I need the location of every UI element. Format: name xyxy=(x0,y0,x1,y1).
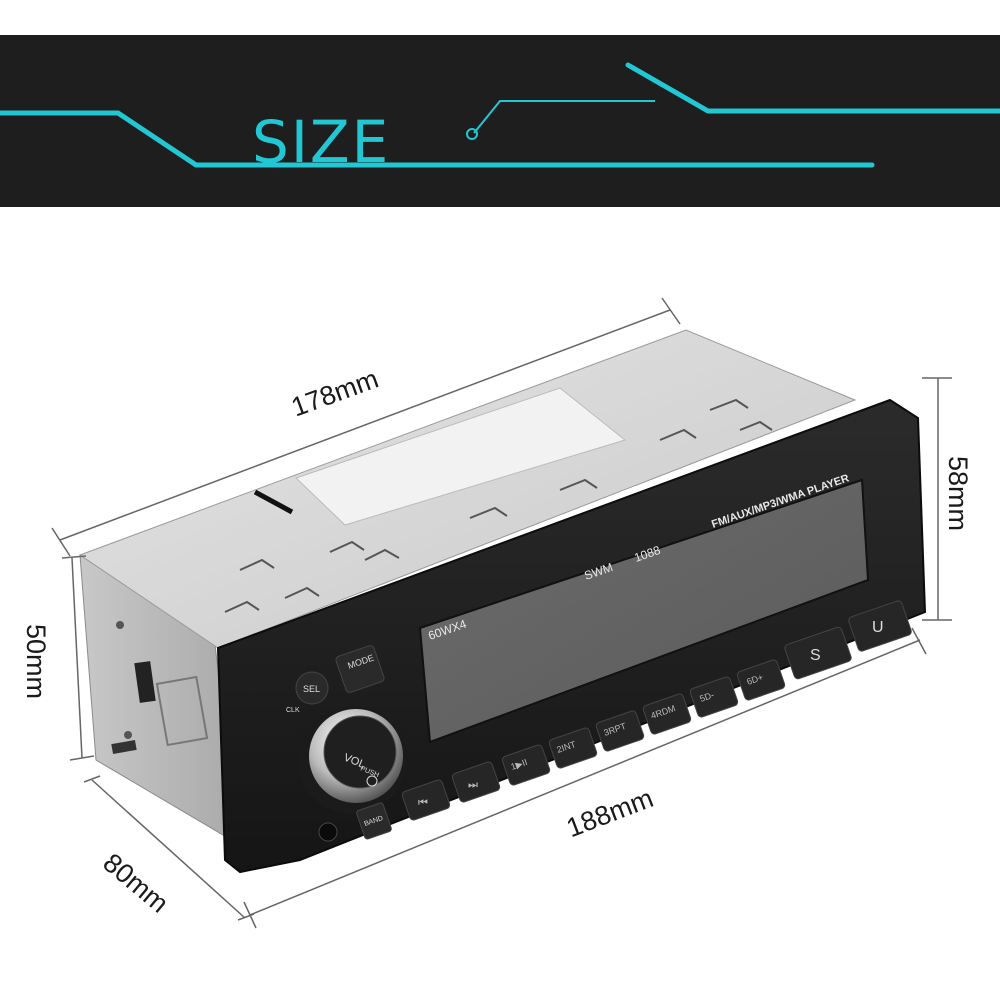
sel-button-label: SEL xyxy=(303,684,320,694)
previous-icon: ⏮ xyxy=(418,797,428,809)
next-icon: ⏭ xyxy=(468,779,478,791)
dimension-lines xyxy=(51,297,952,929)
u-button[interactable] xyxy=(848,600,913,652)
preset-label-5: 5D- xyxy=(698,690,715,704)
band-button[interactable] xyxy=(356,802,392,840)
preset-button-1[interactable] xyxy=(501,744,551,786)
s-button[interactable] xyxy=(784,626,852,680)
size-banner: SIZE xyxy=(0,35,1000,207)
banner-title: SIZE xyxy=(252,108,391,176)
clk-label: CLK xyxy=(286,707,300,714)
banner-circuit-lines xyxy=(0,62,1000,168)
preset-button-6[interactable] xyxy=(736,659,786,701)
sel-button[interactable] xyxy=(295,671,329,705)
next-track-button[interactable] xyxy=(451,761,501,803)
radio-faceplate: FM/AUX/MP3/WMA PLAYER SWM 1088 60WX4 MOD… xyxy=(216,398,927,874)
preset-button-3[interactable] xyxy=(595,710,645,752)
power-icon xyxy=(366,775,378,787)
mode-button[interactable] xyxy=(335,645,385,694)
preset-button-5[interactable] xyxy=(689,676,739,718)
previous-track-button[interactable] xyxy=(401,779,451,821)
preset-button-4[interactable] xyxy=(642,693,692,735)
s-button-label: S xyxy=(810,647,821,664)
u-button-label: U xyxy=(872,619,884,636)
chassis-top-panel xyxy=(78,329,857,649)
preset-button-2[interactable] xyxy=(548,727,598,769)
body-height-dimension-label: 50mm xyxy=(21,623,52,700)
front-height-dimension-label: 58mm xyxy=(943,455,974,532)
aux-jack[interactable] xyxy=(318,822,338,842)
